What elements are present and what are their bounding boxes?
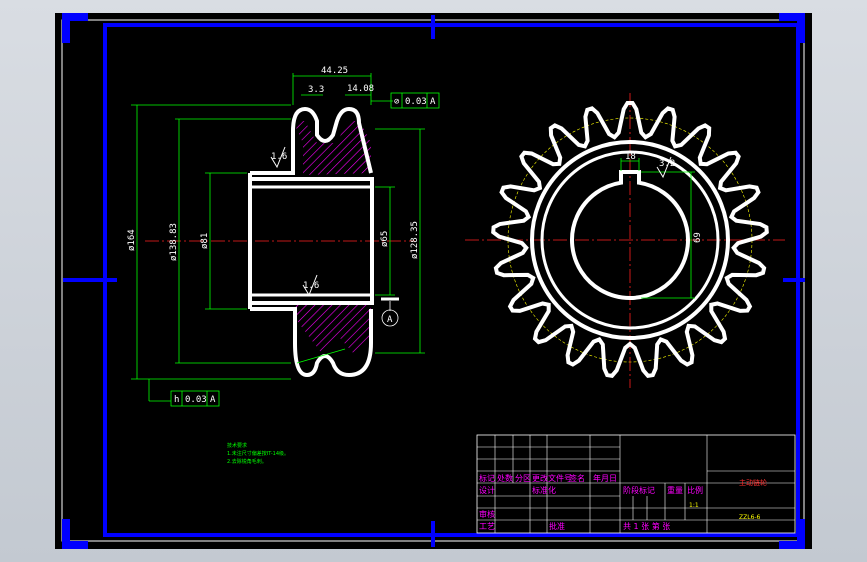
tb-scale-label: 比例: [687, 485, 703, 495]
sprocket-tooth-profile: [491, 101, 769, 378]
tb-approve: 批准: [549, 521, 565, 531]
svg-text:技术要求: 技术要求: [227, 442, 247, 449]
roughness-lower-value: 1.6: [303, 281, 319, 291]
roughness-symbol-keyway: [656, 156, 672, 179]
tb-weight: 重量: [667, 485, 683, 495]
dim-key-depth: 69: [693, 232, 703, 243]
svg-text:A: A: [430, 97, 436, 107]
dim-dia-root: ø138.83: [169, 223, 179, 261]
dim-groove: 3.3: [308, 85, 324, 95]
roughness-symbol-upper: [270, 146, 286, 169]
svg-text:1.未注尺寸偏差按IT-14级。: 1.未注尺寸偏差按IT-14级。: [227, 450, 289, 457]
svg-text:0.03: 0.03: [405, 97, 427, 107]
dim-dia-tip: ø164: [127, 229, 137, 251]
tb-header-4: 签名: [569, 473, 585, 483]
section-view[interactable]: 44.25 3.3 14.08 ø164 ø138.83 ø81 ø65 ø12…: [127, 66, 440, 407]
roughness-symbol-lower: [302, 274, 318, 297]
cad-viewport[interactable]: 44.25 3.3 14.08 ø164 ø138.83 ø81 ø65 ø12…: [55, 13, 812, 549]
lower-hatch: [250, 305, 371, 355]
tb-scale-value: 1:1: [689, 502, 699, 509]
title-block[interactable]: 标记 处数 分区 更改文件号 签名 年月日 设计 标准化 审核 工艺 批准 阶段…: [476, 434, 796, 534]
lower-tooth-profile: [250, 307, 373, 378]
roughness-upper-value: 1.6: [271, 152, 287, 162]
upper-hatch: [293, 121, 371, 175]
centering-marks: [63, 15, 805, 547]
dim-dia-bore: ø65: [380, 231, 390, 247]
tb-part-name: 主动链轮: [739, 478, 767, 487]
upper-tooth-profile: [250, 106, 373, 175]
datum-marker: A: [381, 297, 399, 327]
tb-header-1: 处数: [497, 473, 513, 483]
front-view[interactable]: 18 69 3.2: [465, 93, 785, 388]
dim-tooth-width: 14.08: [347, 84, 374, 94]
tb-stage: 阶段标记: [623, 485, 655, 495]
tb-design: 设计: [479, 485, 495, 495]
tb-header-5: 年月日: [593, 473, 617, 483]
tb-standard: 标准化: [532, 485, 556, 495]
dim-dia-hub: ø81: [200, 233, 210, 249]
tb-header-0: 标记: [479, 473, 495, 483]
dim-dia-right: ø128.35: [410, 221, 420, 259]
svg-text:0.03: 0.03: [185, 395, 207, 405]
svg-text:2.去除锐角毛刺。: 2.去除锐角毛刺。: [227, 458, 267, 465]
dim-width-overall: 44.25: [321, 66, 348, 76]
svg-text:⊘: ⊘: [394, 97, 399, 107]
roughness-keyway-value: 3.2: [659, 159, 675, 169]
hub-circle: [540, 150, 720, 330]
frame-corner-grips[interactable]: [62, 13, 805, 549]
tb-check: 审核: [479, 509, 495, 519]
drawing-border: [103, 23, 800, 537]
dim-key-width: 18: [625, 152, 636, 162]
tb-sheet: 共 1 张 第 张: [623, 521, 670, 531]
tb-header-3: 更改文件号: [532, 473, 572, 483]
tb-process: 工艺: [479, 522, 495, 531]
tolerance-frame-lower: h 0.03 A: [170, 390, 220, 407]
tolerance-frame-upper: ⊘ 0.03 A: [390, 92, 440, 109]
svg-text:A: A: [387, 315, 393, 325]
bore-with-keyway: [570, 170, 690, 300]
svg-text:A: A: [210, 395, 216, 405]
tb-header-2: 分区: [515, 474, 531, 483]
tb-drawing-no: ZZL6-6: [739, 514, 761, 521]
rim-circle: [530, 140, 730, 340]
svg-text:h: h: [174, 395, 179, 405]
technical-notes: 技术要求 1.未注尺寸偏差按IT-14级。 2.去除锐角毛刺。: [227, 442, 289, 465]
